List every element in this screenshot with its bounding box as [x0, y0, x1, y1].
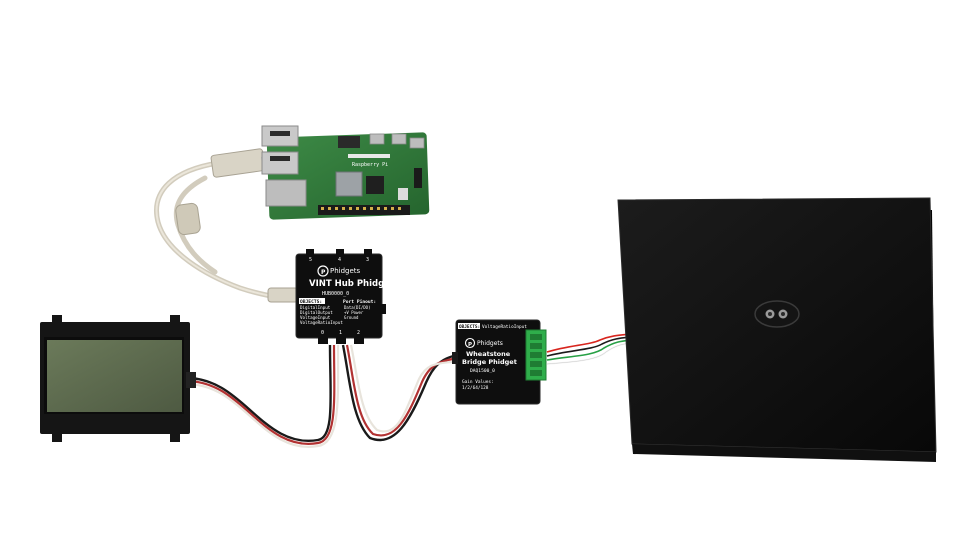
vint-hub-phidget: P Phidgets VINT Hub Phidget HUB0000_0 OB… [295, 249, 394, 344]
hub-port-label: 5 [309, 257, 312, 263]
hub-pinout-0: Data(DI/DO) [344, 305, 371, 310]
svg-text:P: P [468, 342, 472, 348]
lcd-display-phidget [40, 315, 196, 442]
hub-object-2: VoltageInput [300, 315, 331, 320]
vint-cable-bridge [341, 344, 459, 442]
hub-object-1: DigitalOutput [300, 310, 333, 315]
hub-brand: Phidgets [330, 267, 361, 275]
load-cell-mount [754, 300, 800, 328]
load-cell-wires [546, 333, 633, 365]
lcd-screen [47, 340, 182, 412]
bridge-title-line2: Bridge Phidget [462, 358, 517, 366]
bridge-gain-values: 1/2/64/128 [462, 385, 489, 391]
bridge-model: DAQ1500_0 [470, 368, 495, 374]
wheatstone-bridge-phidget: OBJECTS: VoltageRatioInput P Phidgets Wh… [452, 319, 547, 405]
phidgets-logo-icon [317, 265, 329, 277]
bridge-objects-header: OBJECTS: [459, 324, 480, 330]
hub-port-label: 2 [357, 330, 360, 336]
phidgets-logo-icon [464, 337, 476, 349]
hub-title: VINT Hub Phidget [309, 279, 394, 289]
hub-port-label: 0 [321, 330, 324, 336]
hub-port-label: 4 [338, 257, 341, 263]
raspberry-pi-board: Raspberry Pi [261, 125, 430, 220]
load-cell-scale-plate [617, 197, 937, 462]
hub-model: HUB0000_0 [322, 291, 349, 297]
hub-pinout-1: +V Power [344, 310, 364, 315]
hub-pinout-2: Ground [344, 315, 359, 320]
bridge-brand: Phidgets [477, 340, 503, 347]
svg-text:P: P [321, 269, 326, 276]
hub-objects-header: OBJECTS: [300, 299, 322, 305]
hub-object-3: VoltageRatioInput [300, 320, 343, 325]
hub-port-label: 1 [339, 330, 342, 336]
bridge-gain-label: Gain Values: [462, 379, 494, 385]
hub-object-0: DigitalInput [300, 305, 331, 310]
hub-pinout-header: Port Pinout: [343, 299, 376, 305]
hub-port-label: 3 [366, 257, 369, 263]
bridge-object: VoltageRatioInput [482, 324, 527, 330]
vint-cable-lcd [189, 344, 340, 448]
bridge-title-line1: Wheatstone [466, 350, 511, 358]
pi-silkscreen-text: Raspberry Pi [352, 162, 388, 168]
